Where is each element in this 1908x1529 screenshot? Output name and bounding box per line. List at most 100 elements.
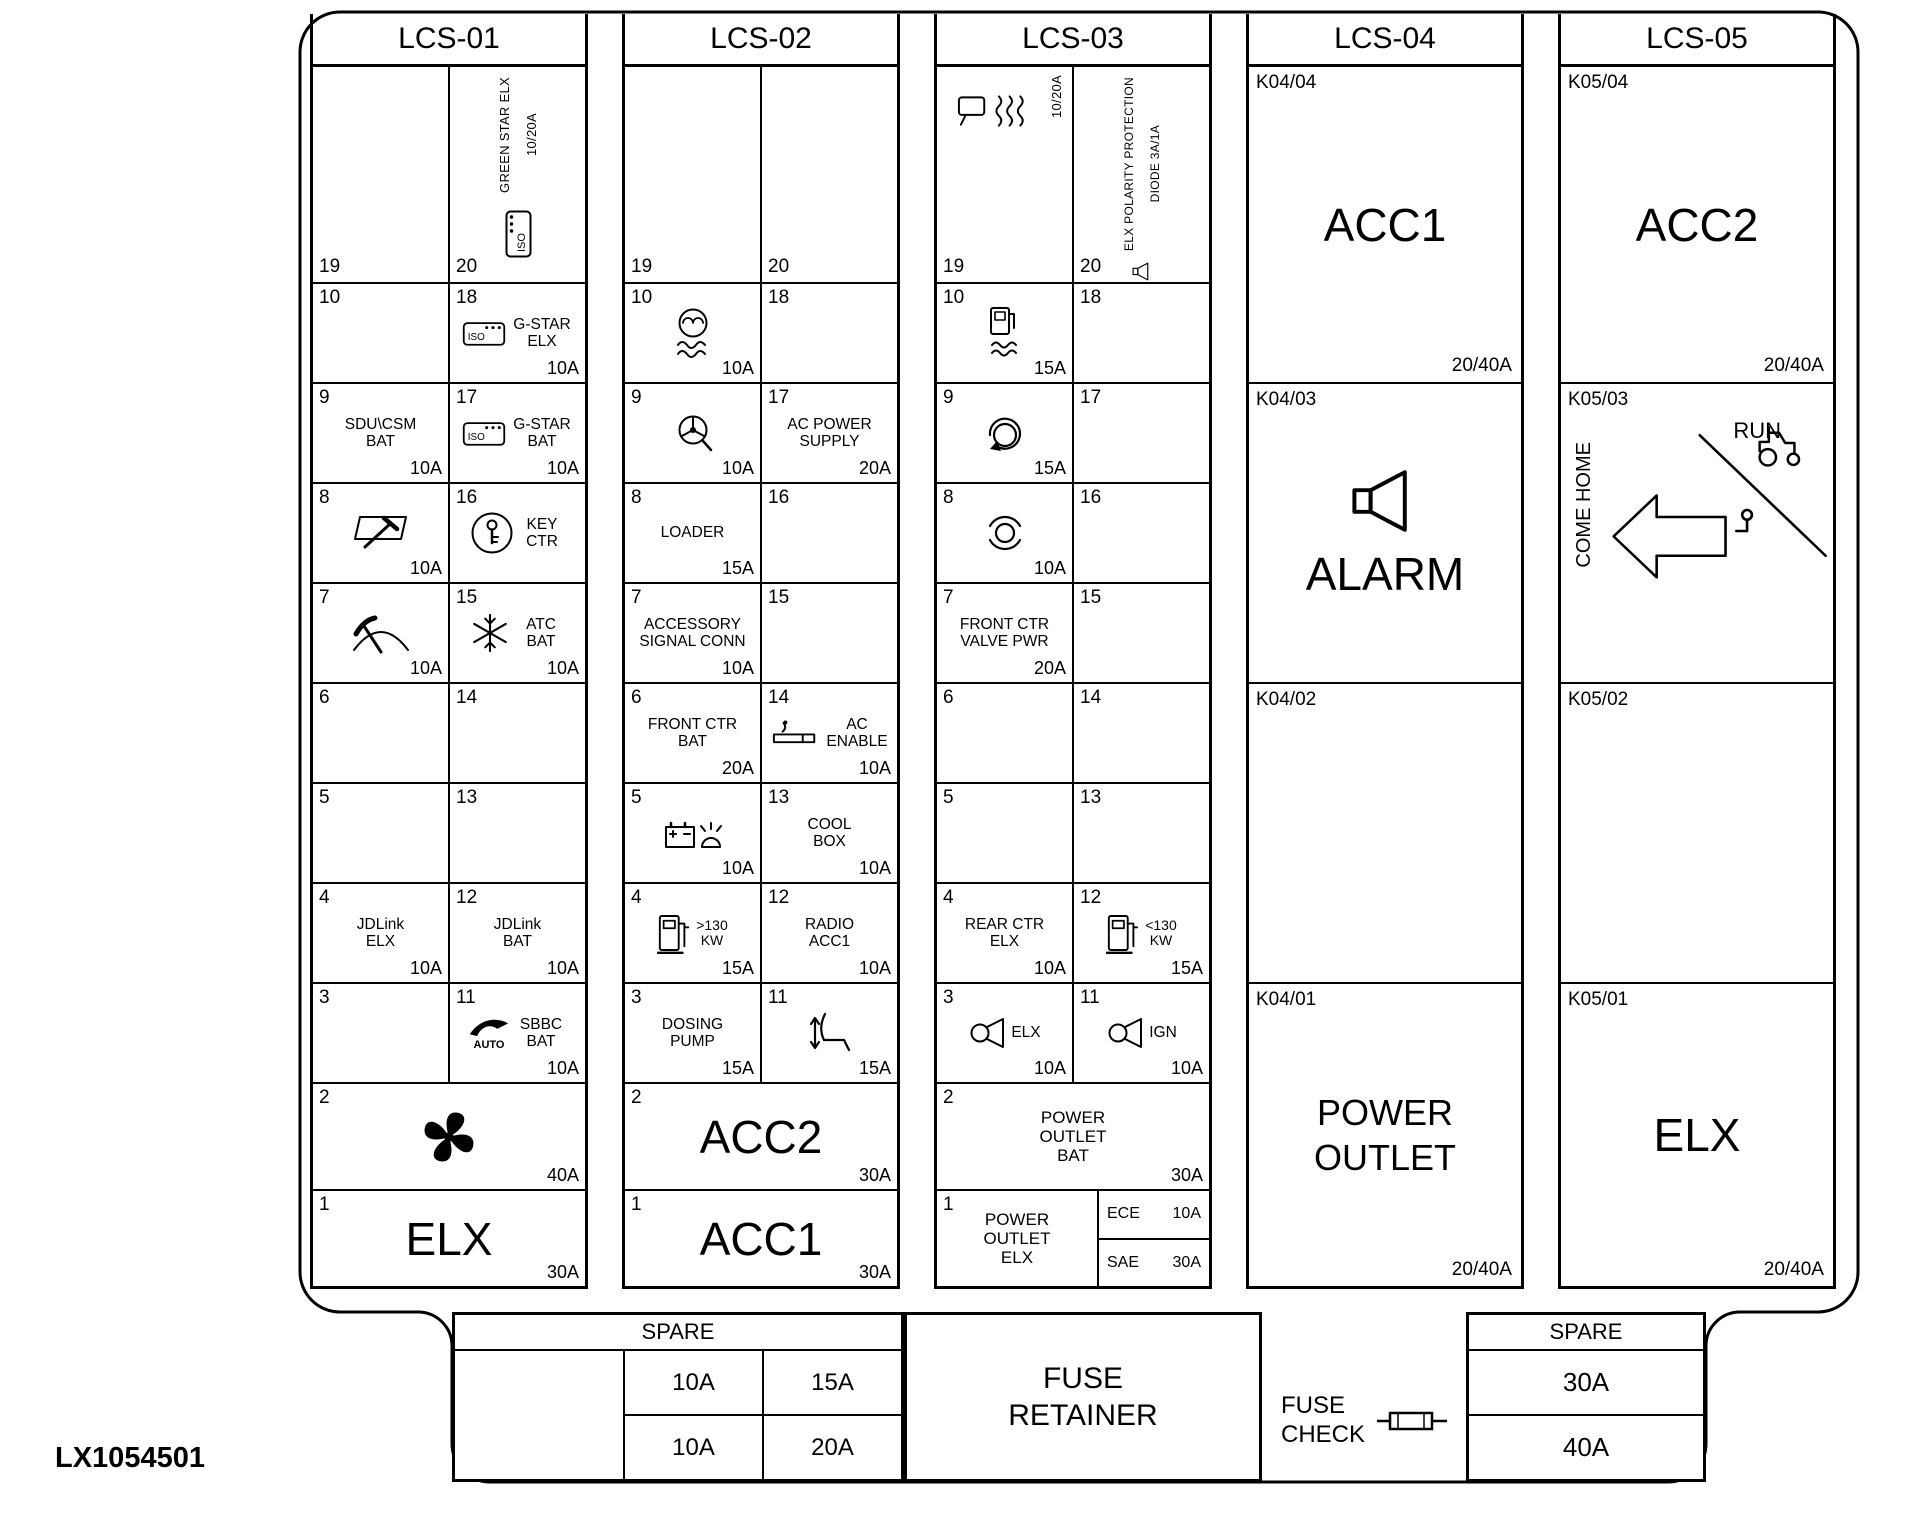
fuse-cell-7: 7 ACCESSORY SIGNAL CONN 10A [625,584,760,682]
fuse-label-large: ACC2 [699,1110,823,1163]
fuse-label: JDLink ELX [356,915,405,950]
fuel-pump-icon [1106,910,1140,956]
fuse-retainer-label: FUSE RETAINER [1008,1361,1158,1433]
speaker-icon [1346,465,1424,537]
fuse-label: DOSING PUMP [661,1015,724,1050]
position-number: 19 [631,256,653,277]
position-number: 4 [319,887,330,908]
fuse-label: JDLink BAT [493,915,542,950]
spare-left-blank [455,1351,625,1479]
amp-rating: 10A [1033,1058,1066,1078]
position-number: 14 [456,687,478,708]
amp-rating: 10A [409,658,442,678]
fuse-check-label: FUSE CHECK [1281,1392,1366,1448]
fuse-cell-12: 12 <130 KW 15A [1074,884,1209,982]
fuel-heater-icon [985,306,1025,360]
position-number: 20 [1080,256,1102,277]
position-number: 10 [943,287,965,308]
fuse-cell-17: 17 AC POWER SUPPLY 20A [762,384,897,482]
position-number: 15 [1080,587,1102,608]
speaker-icon [1121,261,1163,282]
position-number: 9 [943,387,954,408]
fuse-cell-8: 8 LOADER 15A [625,484,760,582]
position-number: 18 [768,287,790,308]
battery-light-icon [664,815,722,851]
fuse-cell-20: 20 [762,67,897,282]
position-number: 7 [943,587,954,608]
document-id: LX1054501 [55,1442,205,1474]
amp-rating: 10A [409,558,442,578]
fuse-cell-9: 9 15A [937,384,1072,482]
fuse-cell-5: 5 [937,784,1072,882]
position-number: 1 [631,1194,642,1215]
fuse-label: COOL BOX [807,815,852,850]
position-number: 9 [319,387,330,408]
iso-connector-icon [462,420,506,447]
iso-connector-icon [462,320,506,347]
auto-label: AUTO [473,1038,505,1051]
position-number: 18 [456,287,478,308]
position-number: 5 [319,787,330,808]
fuse-label: POWER OUTLET ELX [983,1209,1051,1268]
kw-unit: KW [700,932,724,948]
fuse-grid-lcs03: 19 10/20A 20 ELX POLARITY PROTECTION DIO… [934,64,1212,1289]
position-number: 10 [319,287,341,308]
relay-label: ACC2 [1635,198,1759,251]
amp-rating: 15A [1033,358,1066,378]
spare-right-title: SPARE [1469,1315,1703,1351]
fuse-cell-8: 8 10A [937,484,1072,582]
amp-rating: 30A [858,1165,891,1185]
round-outlet-icon [982,513,1028,553]
fuse-label: G-STAR BAT [513,415,571,450]
fuse-cell-9: 9 10A [625,384,760,482]
position-number: 12 [1080,887,1102,908]
amp-rating: 30A [1170,1165,1203,1185]
amp-rating: 10A [546,458,579,478]
panel-title-lcs05: LCS-05 [1558,14,1836,64]
position-number: 16 [768,487,790,508]
amp-rating: 40A [546,1165,579,1185]
position-number: 2 [319,1087,330,1108]
panel-lcs05: LCS-05 K05/04 ACC2 20/40A K05/03 COME HO… [1558,14,1836,1289]
amp-rating: 10A [1170,1058,1203,1078]
position-number: 17 [456,387,478,408]
relay-cell-k05-04: K05/04 ACC2 20/40A [1561,67,1833,382]
panel-title-lcs04: LCS-04 [1246,14,1524,64]
spare-amp-cell: 10A [625,1351,762,1414]
relay-grid-lcs04: K04/04 ACC1 20/40A K04/03 ALARM K04/02 K… [1246,64,1524,1289]
position-number: 3 [943,987,954,1008]
fuse-label-vertical: DIODE 3A/1A [1147,125,1162,203]
fuse-cell-1: 1 ELX 30A [313,1191,585,1286]
seat-adjust-icon [807,1010,853,1056]
relay-cell-k05-01: K05/01 ELX 20/40A [1561,984,1833,1286]
fuse-cell-14: 14 AC ENABLE 10A [762,684,897,782]
fuse-cell-11: 11 15A [762,984,897,1082]
position-number: 5 [943,787,954,808]
fuse-cell-12: 12 JDLink BAT 10A [450,884,585,982]
fuse-cell-20: 20 ELX POLARITY PROTECTION DIODE 3A/1A [1074,67,1209,282]
fuse-check-area: FUSE CHECK [1262,1312,1466,1482]
amp-rating: 20/40A [1451,355,1512,376]
relay-label: ELX [1653,1109,1741,1161]
fuse-label: FRONT CTR VALVE PWR [959,615,1050,650]
position-number: 6 [943,687,954,708]
amp-rating: 10A [409,458,442,478]
fuse-cell-7: 7 FRONT CTR VALVE PWR 20A [937,584,1072,682]
fuse-label: AC ENABLE [826,715,888,750]
fuse-label: AC POWER SUPPLY [787,415,872,450]
fuse-cell-11: 11 IGN 10A [1074,984,1209,1082]
lighter-icon [771,720,821,747]
amp-rating: 10A [721,858,754,878]
position-number: 20 [456,256,478,277]
fuse-cell-17: 17 G-STAR BAT 10A [450,384,585,482]
spare-table-right: SPARE 30A 40A [1466,1312,1706,1482]
fuse-cell-2: 2 ACC2 30A [625,1084,897,1189]
fuse-cell-10: 10 [313,284,448,382]
position-number: 2 [943,1087,954,1108]
sae-label: SAE [1107,1253,1140,1271]
iso-connector-icon [503,210,533,258]
amp-rating: 10A [858,958,891,978]
ece-label: ECE [1107,1205,1140,1223]
fuse-cell-11: 11 AUTO SBBC BAT 10A [450,984,585,1082]
